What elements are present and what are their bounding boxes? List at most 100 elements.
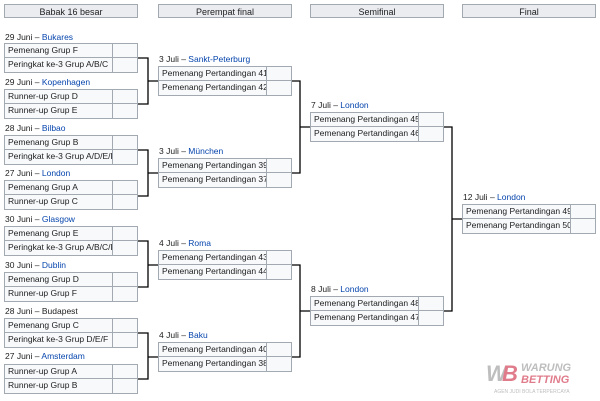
venue-link[interactable]: London [41,168,71,178]
round-header-final: Final [462,4,596,18]
svg-text:W: W [486,361,509,386]
venue-link[interactable]: London [340,284,369,294]
score-cell [112,181,137,194]
team-slot: Runner-up Grup E [8,105,78,115]
team-slot: Pemenang Grup B [8,137,79,147]
venue-link[interactable]: Amsterdam [41,351,85,361]
score-cell [266,159,291,172]
team-slot: Pemenang Pertandingan 42 [162,82,266,92]
match-r16-2: Runner-up Grup D Runner-up Grup E [4,89,138,119]
round-header-r16: Babak 16 besar [4,4,138,18]
team-slot: Pemenang Pertandingan 43 [162,252,266,262]
score-cell [418,113,443,126]
venue-link[interactable]: Bukares [41,32,74,42]
match-label: 30 Juni – Dublin [5,260,66,270]
match-label: 7 Juli – London [311,100,369,110]
score-cell [112,365,137,378]
score-cell [112,44,137,57]
score-cell [112,136,137,149]
score-cell [112,273,137,286]
score-cell [266,67,291,80]
team-slot: Peringkat ke-3 Grup D/E/F [8,334,109,344]
match-label: 12 Juli – London [463,192,526,202]
svg-text:AGEN JUDI BOLA TERPERCAYA: AGEN JUDI BOLA TERPERCAYA [494,389,570,395]
score-cell [266,357,291,371]
venue-link[interactable]: Kopenhagen [41,77,91,87]
score-cell [418,127,443,141]
score-cell [112,150,137,164]
match-qf-3: Pemenang Pertandingan 43 Pemenang Pertan… [158,250,292,280]
venue-text: Budapest [41,306,78,316]
score-cell [266,81,291,95]
match-sf-2: Pemenang Pertandingan 48 Pemenang Pertan… [310,296,444,326]
team-slot: Pemenang Pertandingan 46 [314,128,418,138]
match-label: 4 Juli – Roma [159,238,211,248]
team-slot: Pemenang Pertandingan 38 [162,358,266,368]
match-label: 3 Juli – Sankt-Peterburg [159,54,251,64]
score-cell [266,343,291,356]
match-r16-8: Runner-up Grup A Runner-up Grup B [4,364,138,394]
team-slot: Runner-up Grup B [8,380,78,390]
svg-text:WARUNG: WARUNG [521,362,572,374]
score-cell [266,173,291,187]
score-cell [266,265,291,279]
team-slot: Pemenang Grup A [8,182,78,192]
match-r16-6: Pemenang Grup D Runner-up Grup F [4,272,138,302]
match-r16-5: Pemenang Grup E Peringkat ke-3 Grup A/B/… [4,226,138,256]
match-label: 28 Juni – Budapest [5,306,78,316]
match-r16-1: Pemenang Grup F Peringkat ke-3 Grup A/B/… [4,43,138,73]
match-r16-3: Pemenang Grup B Peringkat ke-3 Grup A/D/… [4,135,138,165]
team-slot: Runner-up Grup C [8,196,78,206]
team-slot: Runner-up Grup F [8,288,77,298]
match-label: 28 Juni – Bilbao [5,123,66,133]
svg-text:BETTING: BETTING [521,374,570,386]
score-cell [418,311,443,325]
score-cell [112,333,137,347]
team-slot: Pemenang Pertandingan 44 [162,266,266,276]
match-label: 3 Juli – München [159,146,224,156]
venue-link[interactable]: Baku [188,330,208,340]
team-slot: Pemenang Grup D [8,274,79,284]
team-slot: Pemenang Pertandingan 41 [162,68,266,78]
team-slot: Peringkat ke-3 Grup A/D/E/F [8,151,112,161]
team-slot: Pemenang Pertandingan 49 [466,206,570,216]
match-sf-1: Pemenang Pertandingan 45 Pemenang Pertan… [310,112,444,142]
round-header-sf: Semifinal [310,4,444,18]
score-cell [570,219,595,233]
match-label: 27 Juni – London [5,168,71,178]
round-header-qf: Perempat final [158,4,292,18]
score-cell [266,251,291,264]
venue-link[interactable]: Roma [188,238,211,248]
team-slot: Pemenang Pertandingan 48 [314,298,418,308]
team-slot: Pemenang Grup E [8,228,79,238]
match-r16-7: Pemenang Grup C Peringkat ke-3 Grup D/E/… [4,318,138,348]
match-qf-2: Pemenang Pertandingan 39 Pemenang Pertan… [158,158,292,188]
team-slot: Pemenang Pertandingan 40 [162,344,266,354]
venue-link[interactable]: London [497,192,526,202]
venue-link[interactable]: Sankt-Peterburg [188,54,251,64]
score-cell [112,227,137,240]
score-cell [112,241,137,255]
svg-text:B: B [502,361,518,386]
warung-betting-logo: W B WARUNG BETTING AGEN JUDI BOLA TERPER… [484,356,596,396]
match-label: 30 Juni – Glasgow [5,214,75,224]
team-slot: Pemenang Pertandingan 47 [314,312,418,322]
venue-link[interactable]: Glasgow [41,214,75,224]
match-label: 29 Juni – Bukares [5,32,74,42]
match-label: 8 Juli – London [311,284,369,294]
match-r16-4: Pemenang Grup A Runner-up Grup C [4,180,138,210]
team-slot: Pemenang Pertandingan 37 [162,174,266,184]
score-cell [112,58,137,72]
team-slot: Pemenang Pertandingan 50 [466,220,570,230]
venue-link[interactable]: München [188,146,224,156]
match-label: 29 Juni – Kopenhagen [5,77,91,87]
score-cell [112,104,137,118]
team-slot: Peringkat ke-3 Grup A/B/C [8,59,109,69]
venue-link[interactable]: London [340,100,369,110]
venue-link[interactable]: Bilbao [41,123,66,133]
team-slot: Runner-up Grup D [8,91,78,101]
score-cell [570,205,595,218]
score-cell [112,319,137,332]
venue-link[interactable]: Dublin [41,260,66,270]
